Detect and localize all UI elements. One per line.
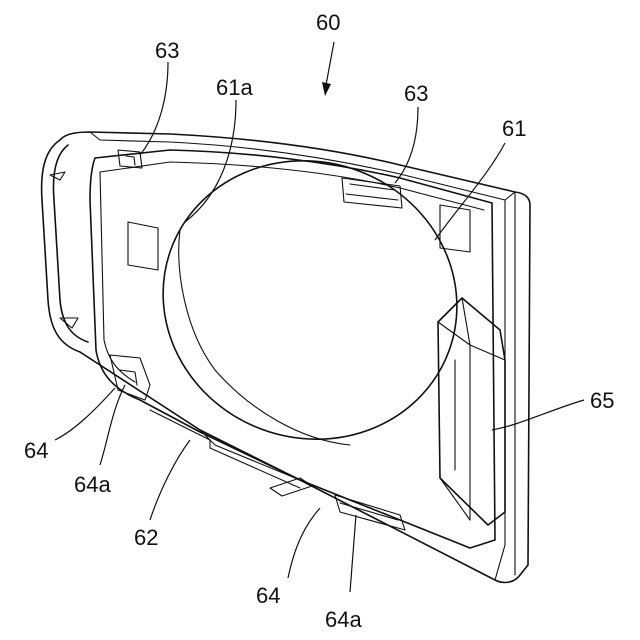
label-65: 65 <box>590 388 614 413</box>
housing-outline <box>42 132 530 582</box>
arrow-head <box>322 82 331 96</box>
label-64a-left: 64a <box>74 472 111 497</box>
clip-64-bottom <box>270 478 405 530</box>
labels: 60 63 61a 63 61 65 64 64a 62 64 64a <box>24 10 614 632</box>
label-63-left: 63 <box>155 38 179 63</box>
latch-tab-63-right <box>342 178 402 208</box>
front-face <box>90 150 495 548</box>
label-64-bottom: 64 <box>256 583 280 608</box>
label-60: 60 <box>316 10 340 35</box>
bottom-rim-62 <box>80 352 300 488</box>
label-61a: 61a <box>216 75 253 100</box>
label-63-right: 63 <box>404 81 428 106</box>
label-61: 61 <box>502 116 526 141</box>
label-64a-bottom: 64a <box>325 607 362 632</box>
label-64-left: 64 <box>24 438 48 463</box>
reference-arrow-60 <box>322 42 334 96</box>
label-62: 62 <box>134 525 158 550</box>
